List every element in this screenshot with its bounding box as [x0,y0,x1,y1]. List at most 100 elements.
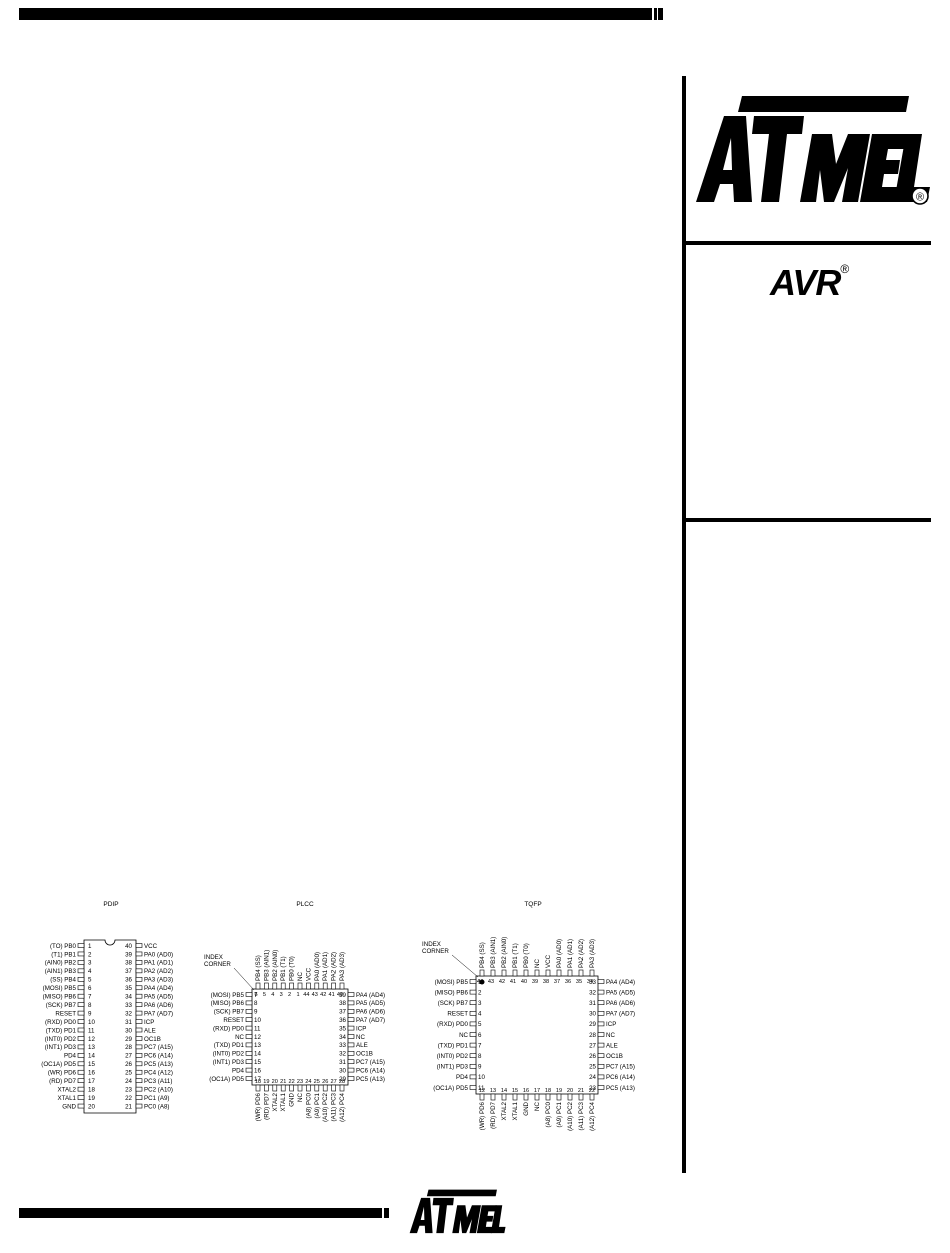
atmel-logo: ® [696,96,930,205]
plcc-pin-number: 16 [254,1067,261,1074]
pdip-pin-name: (AIN1) PB3 [45,968,77,975]
tqfp-pin-number: 6 [478,1032,482,1039]
atmel-footer-logo [409,1189,506,1234]
tqfp-pin-number: 1 [478,979,482,986]
tqfp-pin-name: PA7 (AD7) [606,1011,635,1018]
tqfp-pin-name: PA1 (AD1) [567,939,574,968]
tqfp-pin [556,969,562,977]
plcc-pin-number: 7 [254,992,258,999]
plcc-pin-number: 5 [263,992,266,998]
pdip-pin [77,1103,85,1109]
plcc-pin-name: PC6 (A14) [356,1067,385,1074]
plcc-pin-name: PB2 (AIN0) [272,950,279,981]
pdip-pin-name: (TXD) PD1 [46,1027,77,1034]
pdip-pin [77,1044,85,1050]
plcc-pin [314,982,320,990]
tqfp-pin [578,969,584,977]
pdip-pin-number: 17 [88,1078,95,1085]
plcc-pin-name: (OC1A) PD5 [209,1076,244,1083]
plcc-pin-name: VCC [305,967,312,981]
plcc-pin-number: 23 [297,1079,303,1085]
pdip-pin [135,1010,143,1016]
tqfp-pin [469,1085,477,1090]
plcc-pin-number: 1 [296,992,299,998]
plcc-pin-name: XTAL1 [280,1092,287,1111]
plcc-pin-number: 17 [254,1076,261,1083]
pdip-pin-name: PC4 (A12) [144,1070,173,1077]
tqfp-pin-name: PA3 (AD3) [589,939,596,968]
tqfp-pin [523,1093,529,1101]
pdip-pin-name: (AIN0) PB2 [45,960,77,967]
pdip-pin [135,943,143,948]
pdip-pin-name: PD4 [64,1053,77,1060]
pdip-pin-number: 28 [125,1044,132,1051]
sidebar-rule [682,76,686,1173]
pdip-pin [77,1010,85,1016]
pdip-pin-name: PA5 (AD5) [144,994,173,1001]
plcc-pin-name: XTAL2 [272,1092,279,1111]
tqfp-pin-name: VCC [545,954,552,968]
tqfp-pin [567,1093,573,1101]
pdip-pin [77,1027,85,1033]
pdip-pin-number: 7 [88,994,92,1001]
pdip-pin-number: 21 [125,1103,132,1110]
plcc-pin [245,1051,253,1056]
pdip-pin [77,985,85,991]
plcc-pin-number: 18 [255,1079,261,1085]
pdip-pin [135,968,143,974]
tqfp-pin [597,1011,605,1016]
pdip-pin-number: 13 [88,1044,95,1051]
tqfp-pin-name: (OC1A) PD5 [433,1085,468,1092]
tqfp-pin-number: 43 [488,979,494,985]
pdip-pin-name: ICP [144,1019,154,1026]
plcc-pin-number: 44 [303,992,309,998]
pdip-pin-number: 24 [125,1078,132,1085]
tqfp-pin [597,989,605,995]
pdip-pin-number: 2 [88,951,92,958]
sidebar-divider [686,241,931,245]
tqfp-pin [469,1011,477,1016]
tqfp-pin-number: 34 [587,979,593,985]
pdip-pin-number: 35 [125,985,132,992]
plcc-pin [245,992,253,997]
tqfp-pin-name: (A8) PC0 [545,1101,552,1127]
pdip-pin-name: PC6 (A14) [144,1053,173,1060]
pdip-pin-name: PA3 (AD3) [144,977,173,984]
tqfp-pin [597,1000,605,1005]
tqfp-pin [534,969,540,977]
tqfp-pin [512,1093,518,1101]
plcc-pin-number: 40 [337,992,343,998]
plcc-pin [347,1067,355,1073]
plcc-pin-number: 39 [339,992,346,999]
plcc-pin-number: 43 [312,992,318,998]
plcc-pin-number: 6 [254,992,257,998]
pdip-pin-number: 37 [125,968,132,975]
tqfp-pin-name: PB3 (AIN1) [490,937,497,968]
plcc-index-label: CORNER [204,961,231,968]
plcc-pin-number: 4 [271,992,274,998]
plcc-pin [297,982,303,990]
tqfp-pin [534,1093,540,1101]
tqfp-pin-number: 41 [510,979,516,985]
tqfp-pin-name: NC [534,1101,541,1110]
plcc-pin-number: 33 [339,1042,346,1049]
plcc-pin-name: (INT0) PD2 [213,1051,245,1058]
plcc-index-label: INDEX [204,954,223,961]
tqfp-pin [578,1093,584,1101]
tqfp-pin-name: (A9) PC1 [556,1101,563,1127]
plcc-pin-name: (A11) PC3 [331,1092,338,1121]
tqfp-pin-name: PA5 (AD5) [606,989,635,996]
plcc-pin-name: NC [235,1034,244,1041]
tqfp-pin-number: 13 [490,1088,496,1094]
pdip-pin [135,960,143,965]
plcc-pin-name: PA2 (AD2) [331,952,338,981]
pdip-pin [77,1078,85,1083]
avr-logo: AVR® [770,262,849,304]
tqfp-pin-name: (SCK) PB7 [438,1000,469,1007]
pdip-pin-name: PC7 (A15) [144,1044,173,1051]
plcc-pin-number: 2 [288,992,291,998]
pdip-pin-name: (SCK) PB7 [46,1002,77,1009]
tqfp-pin-name: (INT1) PD3 [437,1064,469,1071]
tqfp-pin-name: PD4 [456,1074,469,1081]
plcc-pin-name: PA3 (AD3) [339,952,346,981]
